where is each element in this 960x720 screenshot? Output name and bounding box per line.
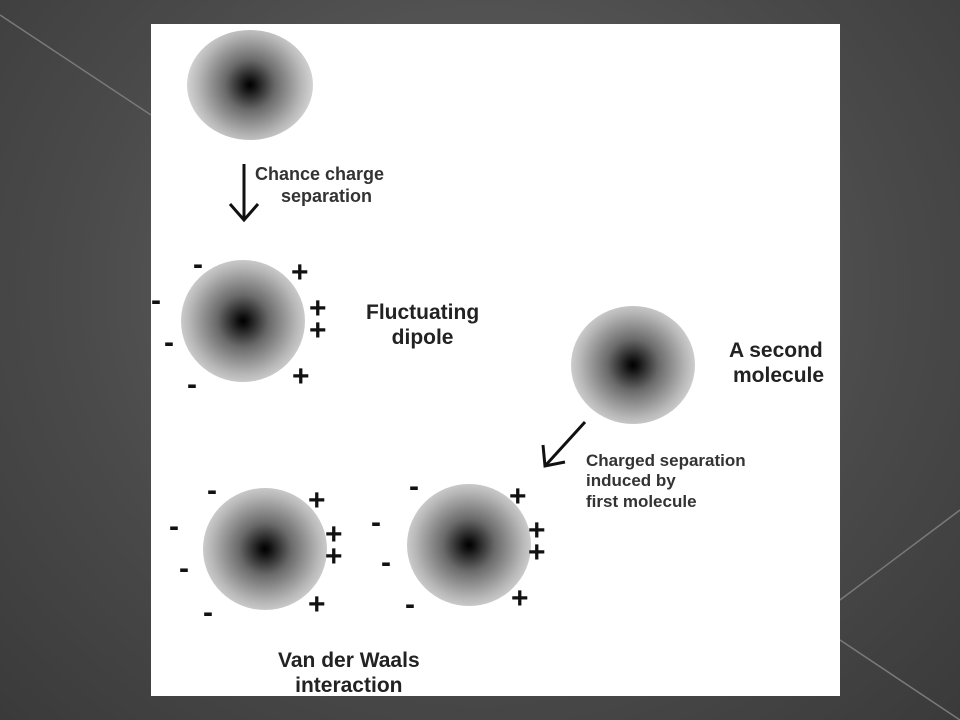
plus-charge: + (325, 518, 343, 551)
diagonal-arrow-icon (541, 420, 587, 468)
plus-charge: + (308, 484, 326, 517)
vdw-atom-right (407, 484, 531, 606)
vdw-label-line1: Van der Waals (278, 649, 420, 672)
minus-charge: - (193, 248, 203, 281)
minus-charge: - (187, 368, 197, 401)
plus-charge: + (291, 256, 309, 289)
minus-charge: - (164, 326, 174, 359)
minus-charge: - (151, 284, 161, 317)
minus-charge: - (409, 470, 419, 503)
plus-charge: + (292, 360, 310, 393)
plus-charge: + (309, 292, 327, 325)
dipole-atom (181, 260, 305, 382)
van-der-waals-diagram: Chance charge separation - - - - + + + +… (151, 24, 840, 696)
fluct-label-line1: Fluctuating (366, 301, 480, 324)
van-der-waals-label: Van der Waals interaction (278, 648, 420, 696)
plus-charge: + (509, 480, 527, 513)
minus-charge: - (381, 546, 391, 579)
chance-label-line2: separation (281, 185, 373, 206)
induced-label-line1: Charged separation (586, 451, 746, 470)
induced-separation-label: Charged separation induced by first mole… (586, 451, 746, 512)
chance-label-line1: Chance charge (255, 164, 385, 184)
plus-charge: + (308, 588, 326, 621)
second-molecule-atom (571, 306, 695, 424)
chance-separation-label: Chance charge separation (255, 164, 384, 207)
induced-label-line3: first molecule (586, 491, 697, 511)
induced-label-line2: induced by (586, 471, 676, 491)
plus-charge: + (325, 540, 343, 573)
second-label-line2: molecule (733, 364, 825, 388)
plus-charge: + (528, 514, 546, 547)
plus-charge: + (528, 536, 546, 569)
second-molecule-label: A second molecule (729, 338, 824, 388)
vdw-atom-left (203, 488, 327, 610)
fluctuating-dipole-label: Fluctuating dipole (366, 300, 479, 350)
plus-charge: + (511, 582, 529, 615)
minus-charge: - (405, 588, 415, 621)
minus-charge: - (203, 596, 213, 629)
neutral-atom (187, 30, 313, 140)
plus-charge: + (309, 314, 327, 347)
minus-charge: - (371, 506, 381, 539)
minus-charge: - (179, 552, 189, 585)
fluct-label-line2: dipole (391, 326, 454, 350)
minus-charge: - (169, 510, 179, 543)
second-label-line1: A second (729, 339, 823, 362)
down-arrow-icon (228, 164, 260, 223)
vdw-label-line2: interaction (295, 674, 403, 696)
minus-charge: - (207, 474, 217, 507)
